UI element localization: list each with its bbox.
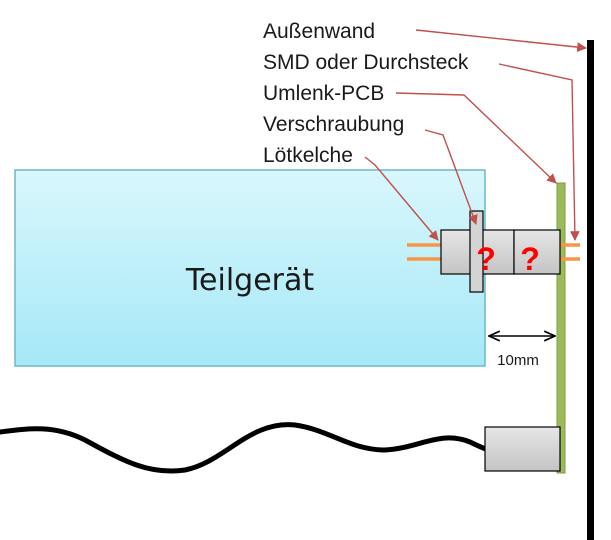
label-screw-connection: Verschraubung <box>263 113 404 136</box>
question-mark-right: ? <box>520 241 540 277</box>
arrow-screw-connection <box>424 129 478 225</box>
arrow-deflection-pcb <box>395 92 557 184</box>
connector-right <box>513 229 561 275</box>
label-solder-cups: Lötkelche <box>263 144 353 167</box>
screw-flange <box>469 210 484 293</box>
arrow-outer-wall <box>415 29 587 52</box>
arrow-solder-cups <box>364 156 439 241</box>
device-label: Teilgerät <box>185 263 315 298</box>
cable <box>0 422 496 474</box>
label-outer-wall: Außenwand <box>263 20 375 43</box>
label-deflection-pcb: Umlenk-PCB <box>263 82 384 105</box>
bottom-connector <box>484 426 561 472</box>
deflection-pcb <box>556 182 566 474</box>
dimension-label: 10mm <box>497 352 539 369</box>
question-mark-left: ? <box>476 241 496 277</box>
arrow-smd <box>498 63 580 241</box>
label-smd-through-hole: SMD oder Durchsteck <box>263 51 469 74</box>
outer-wall <box>587 40 594 540</box>
